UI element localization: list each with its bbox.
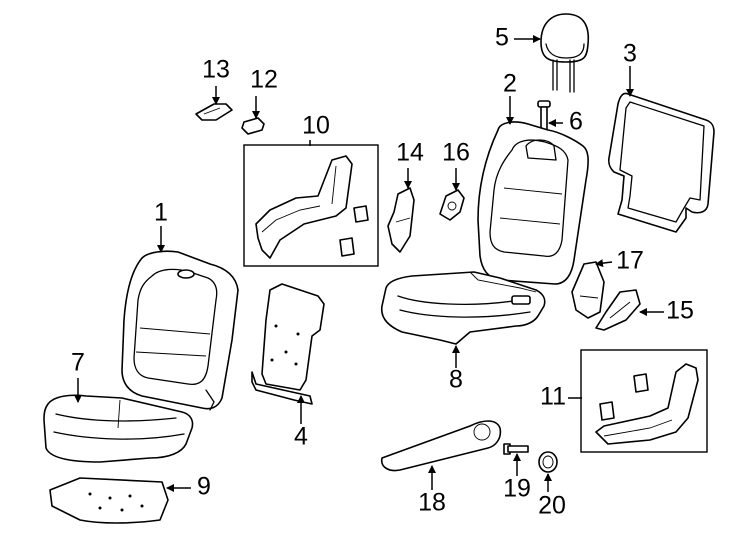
callout-18: 18: [418, 489, 446, 517]
seat-cushion-left: [43, 394, 194, 463]
headrest: [540, 13, 590, 93]
callout-11: 11: [540, 383, 566, 411]
side-bracket-14: [387, 187, 415, 253]
recliner-cover-17: [571, 261, 605, 319]
side-shield-11: [595, 363, 699, 445]
small-bracket: [241, 117, 265, 135]
cap-20: [538, 451, 558, 473]
callout-12: 12: [250, 66, 278, 94]
seat-back-panel: [607, 92, 715, 233]
screw-19: [503, 443, 529, 455]
side-shield-10: [255, 155, 369, 259]
callout-20: 20: [538, 492, 566, 520]
callout-14: 14: [396, 139, 424, 167]
callout-16: 16: [442, 139, 470, 167]
callout-8: 8: [449, 366, 463, 394]
callout-9: 9: [197, 473, 211, 501]
side-trim-18: [380, 420, 502, 472]
trim-clip: [195, 103, 233, 121]
leader-lines: [74, 35, 664, 492]
seat-cushion-right: [380, 271, 546, 345]
callout-labels: 1 2 3 4 5 6 7 8 9 10 11 12 13 14 15 16 1…: [71, 24, 694, 520]
callout-3: 3: [623, 40, 637, 68]
callout-19: 19: [503, 475, 531, 503]
callout-6: 6: [569, 108, 583, 136]
lower-bracket-15: [595, 289, 641, 331]
seat-pan: [49, 477, 169, 524]
hinge-cover-16: [439, 189, 465, 221]
leader-17: [595, 259, 613, 268]
detail-box-11: [580, 349, 708, 453]
seat-back-frame: [251, 283, 325, 405]
callout-10: 10: [302, 112, 330, 140]
callout-5: 5: [495, 24, 509, 52]
callout-17: 17: [616, 247, 644, 275]
callout-2: 2: [503, 70, 517, 98]
seat-back-right: [477, 121, 589, 285]
callout-7: 7: [71, 349, 85, 377]
callout-15: 15: [666, 297, 694, 325]
detail-box-10: [243, 144, 379, 267]
callout-4: 4: [294, 423, 308, 451]
callout-1: 1: [154, 199, 168, 227]
callout-13: 13: [202, 56, 230, 84]
headrest-guide: [537, 100, 551, 132]
seat-back-left: [121, 250, 239, 411]
